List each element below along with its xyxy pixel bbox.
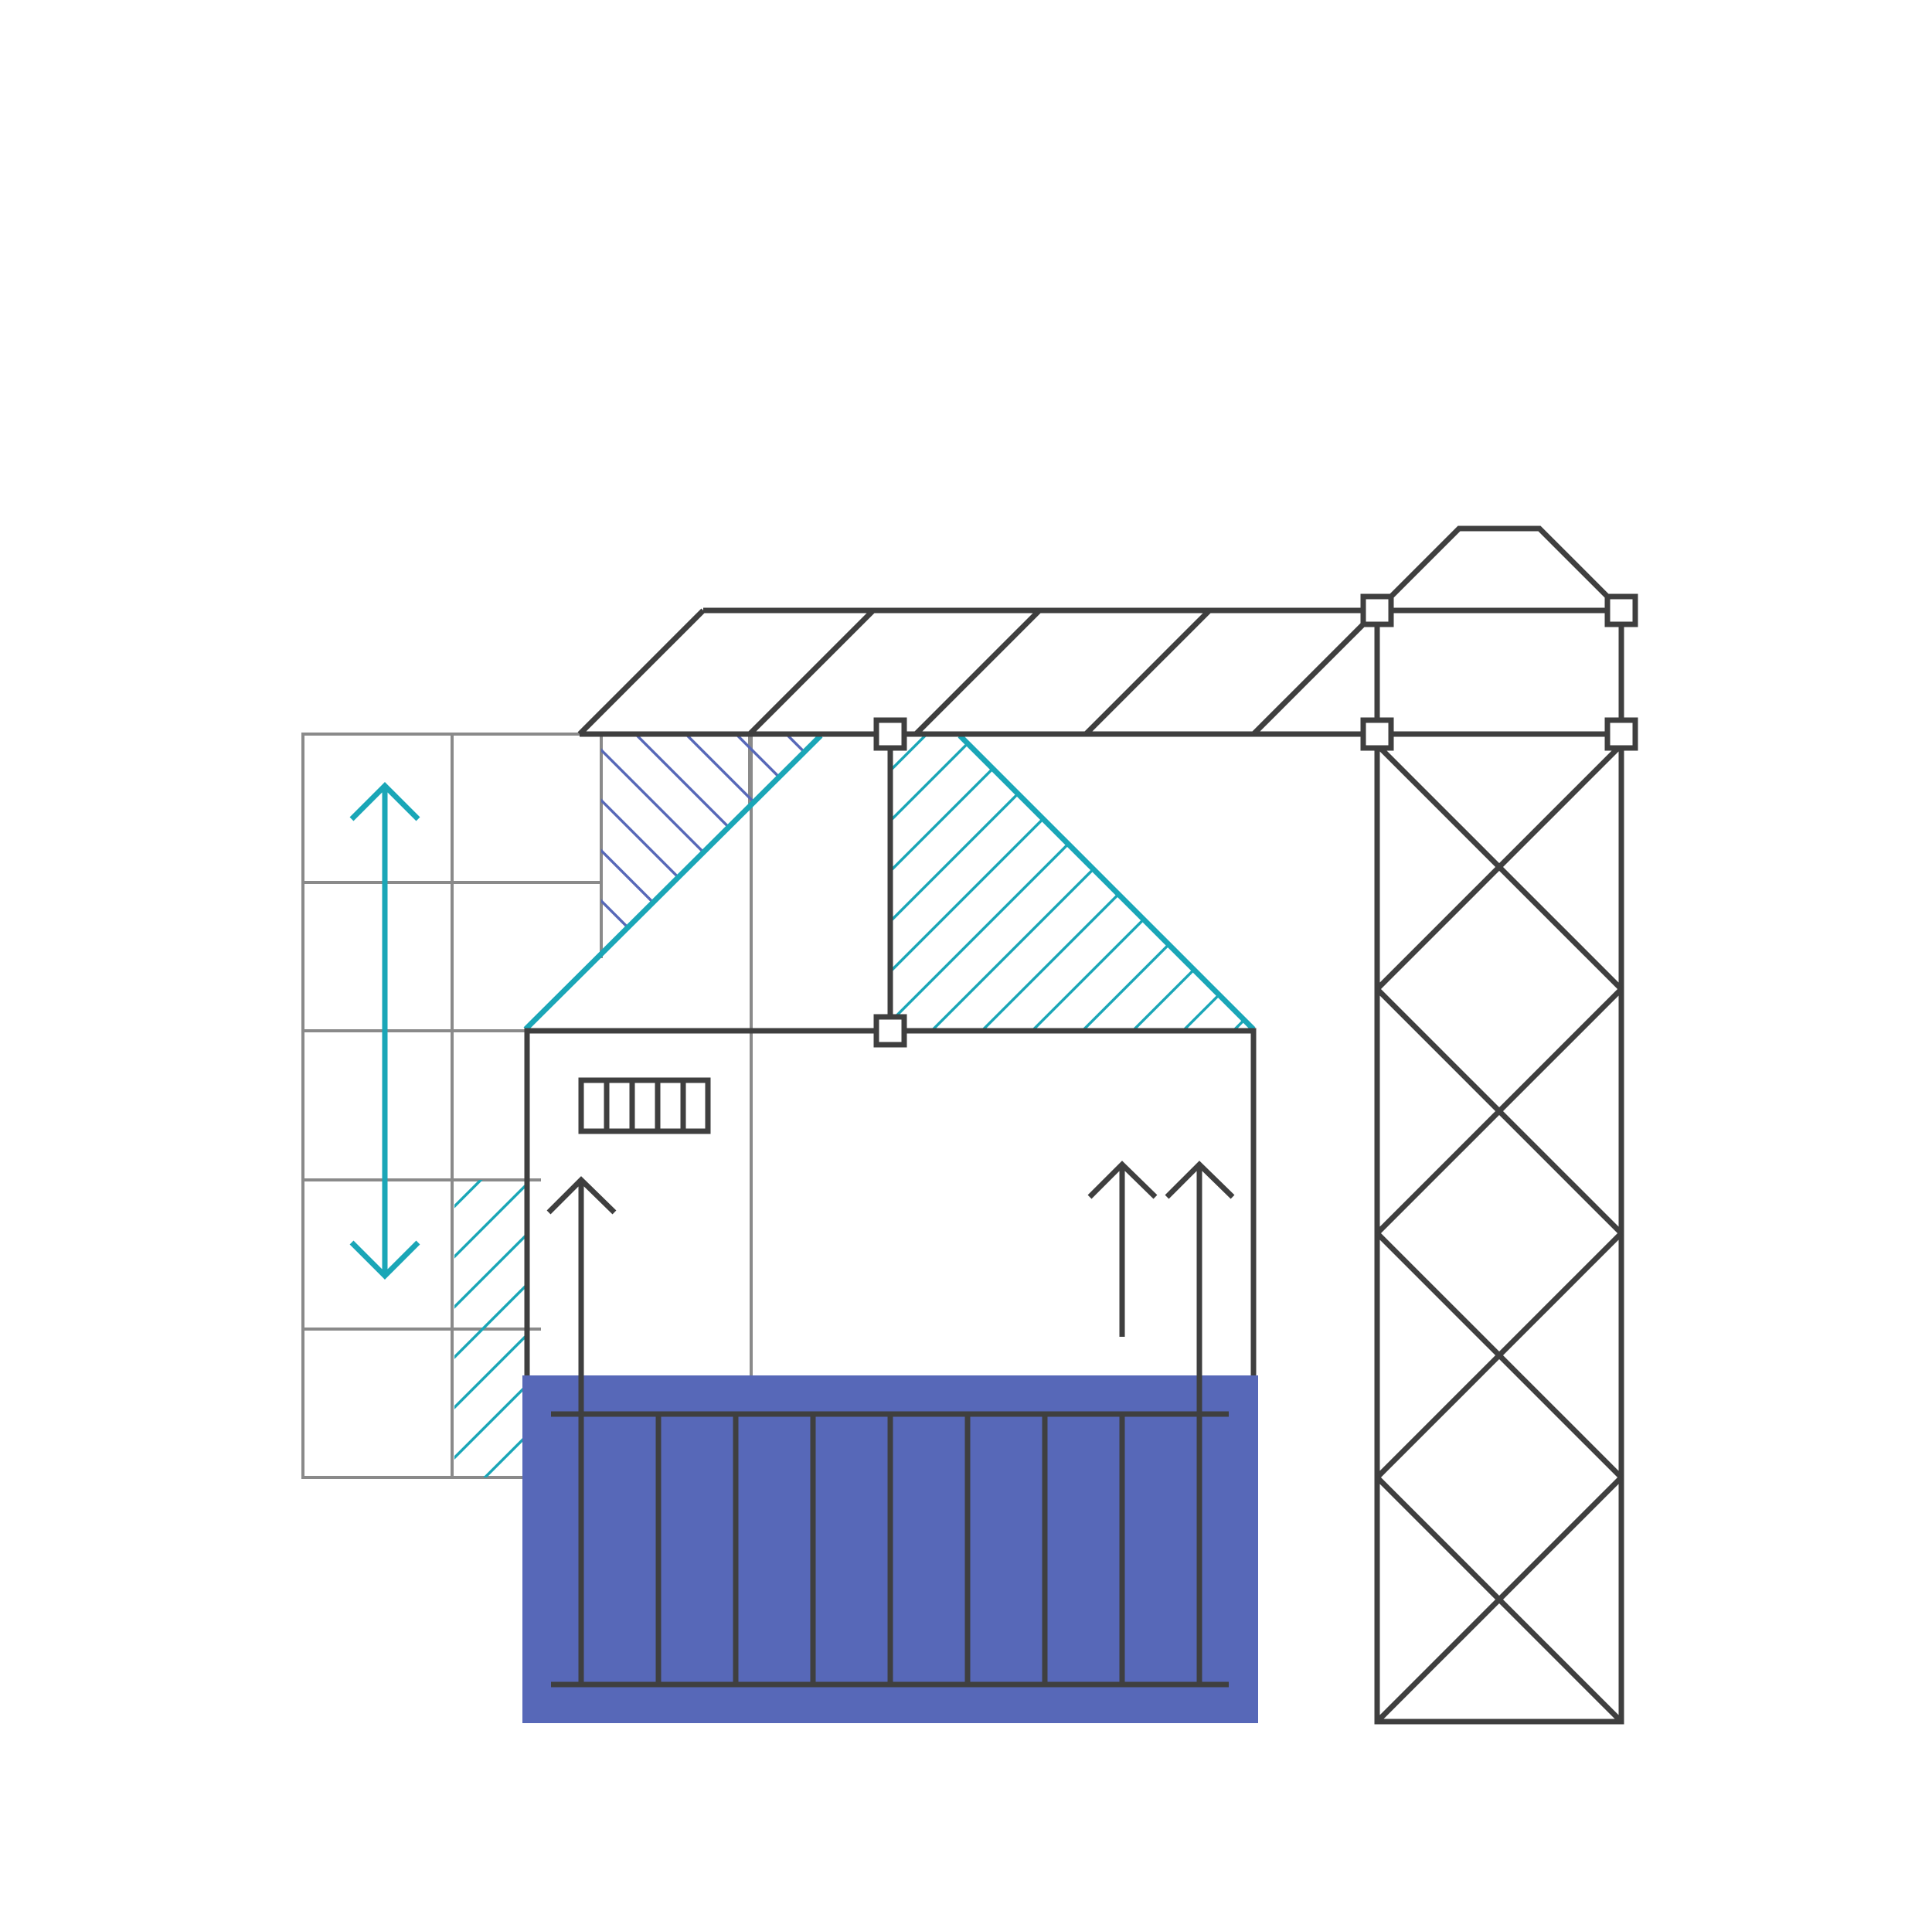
barcode-icon: [578, 1077, 711, 1134]
crane-tower: [1374, 731, 1624, 1725]
up-down-arrow-icon: [349, 782, 420, 1280]
joint-node: [1360, 593, 1394, 627]
load-sling-hatch: [890, 736, 1253, 1029]
sling-lines: [523, 733, 1256, 1032]
joint-node: [873, 1014, 907, 1048]
joint-node: [1360, 717, 1394, 751]
joint-node: [1604, 593, 1638, 627]
joint-nodes: [873, 593, 1638, 1048]
grid-hatch-area: [454, 1180, 526, 1477]
joint-node: [873, 717, 907, 751]
joint-node: [1604, 717, 1638, 751]
up-arrow-icon: [546, 1161, 1235, 1685]
crane-jib: [577, 525, 1624, 737]
